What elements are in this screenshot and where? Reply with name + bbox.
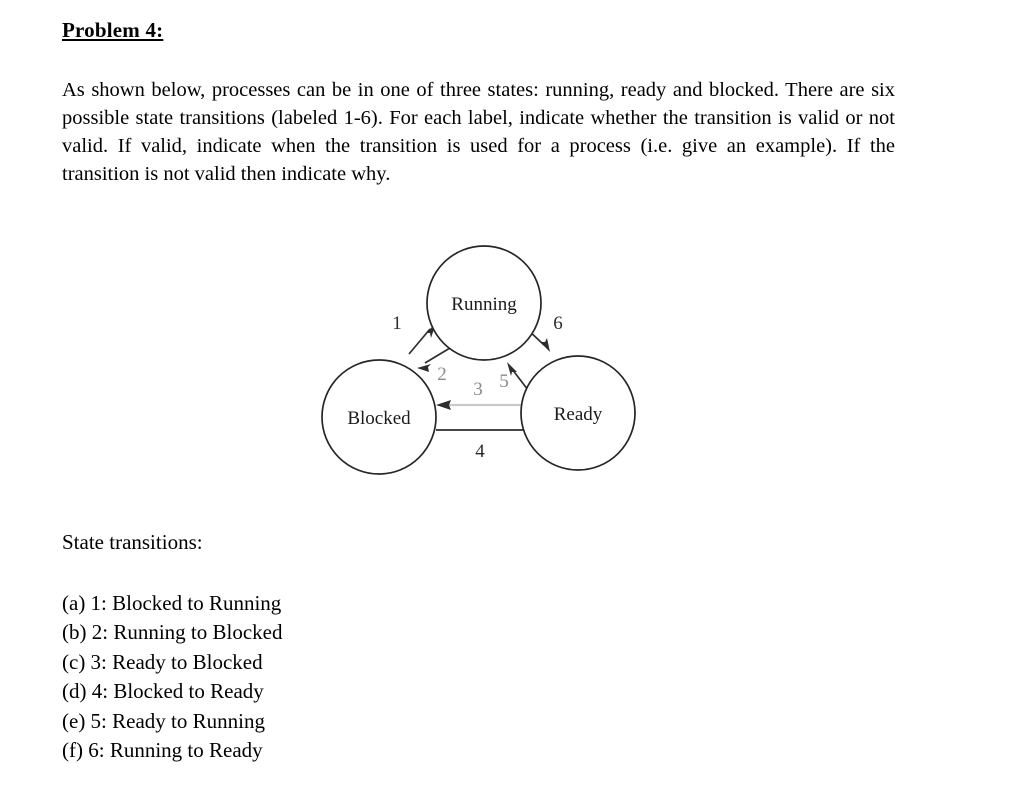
edge-3-label: 3 (473, 379, 483, 400)
state-diagram-svg: Running Blocked Ready 1 2 3 4 5 6 (321, 245, 636, 475)
list-item: (e) 5: Ready to Running (62, 708, 265, 733)
page-title: Problem 4: (62, 18, 164, 42)
list-item: (a) 1: Blocked to Running (62, 591, 282, 615)
edge-1-line (408, 328, 431, 355)
state-node-blocked[interactable]: Blocked (321, 359, 437, 475)
edge-5-ready-to-running (507, 362, 529, 391)
transition-list: (a) 1: Blocked to Running (b) 2: Running… (62, 589, 282, 765)
edge-4-label: 4 (475, 441, 485, 462)
state-transition-diagram: Running Blocked Ready 1 2 3 4 5 6 (300, 232, 670, 482)
edge-2-arrowhead (417, 364, 431, 372)
running-label: Running (451, 294, 517, 315)
edge-5-arrowhead (507, 362, 517, 376)
edge-6-arrowhead (540, 338, 550, 352)
edge-5-line (511, 368, 529, 391)
edge-1-label: 1 (392, 313, 402, 334)
edge-5-label: 5 (499, 371, 509, 392)
ready-circle[interactable] (520, 355, 636, 471)
edge-2-label: 2 (437, 364, 447, 385)
blocked-label: Blocked (347, 408, 411, 429)
state-node-ready[interactable]: Ready (520, 355, 636, 471)
edge-2-line (424, 347, 451, 364)
edge-2-running-to-blocked (417, 347, 451, 372)
list-item: (b) 2: Running to Blocked (62, 620, 283, 645)
intro-paragraph: As shown below, processes can be in one … (62, 79, 895, 185)
list-item: (c) 3: Ready to Blocked (62, 649, 263, 674)
ready-label: Ready (554, 404, 603, 425)
list-item: (d) 4: Blocked to Ready (62, 679, 264, 704)
blocked-circle[interactable] (321, 359, 437, 475)
running-circle[interactable] (426, 245, 542, 361)
edge-6-label: 6 (553, 313, 563, 334)
state-transitions-heading: State transitions: (62, 530, 203, 554)
edge-3-arrowhead (436, 400, 451, 410)
state-node-running[interactable]: Running (426, 245, 542, 361)
list-item: (f) 6: Running to Ready (62, 738, 263, 763)
